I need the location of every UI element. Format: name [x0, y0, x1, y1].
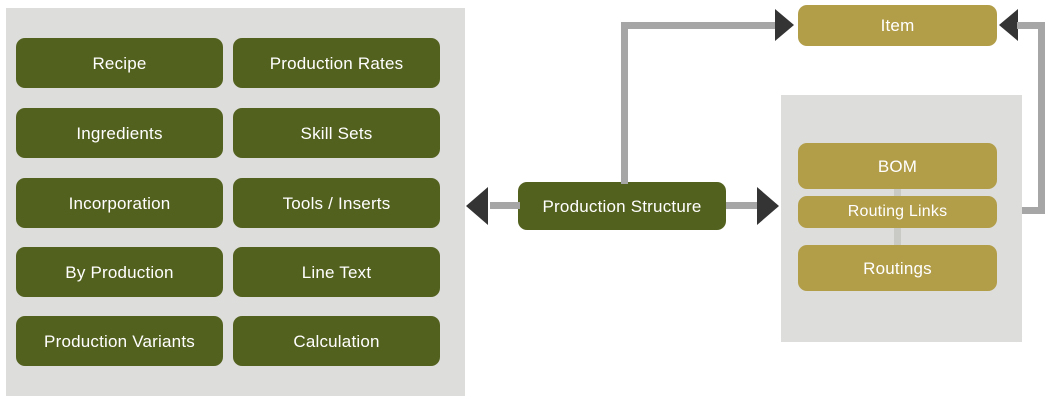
connector-center-to-item-vertical [621, 22, 628, 184]
node-label: Item [880, 16, 915, 35]
node-label: Routings [863, 258, 932, 278]
node-label: Skill Sets [300, 123, 373, 143]
arrow-into-item-left [775, 9, 794, 41]
node-calculation[interactable]: Calculation [233, 316, 440, 366]
node-label: Line Text [301, 262, 372, 282]
connector-bom-to-routing-links [894, 188, 901, 197]
connector-routing-links-to-routings [894, 227, 901, 245]
connector-center-to-right-panel [726, 202, 758, 209]
node-recipe[interactable]: Recipe [16, 38, 223, 88]
node-label: Production Structure [542, 196, 702, 216]
node-label: By Production [65, 262, 174, 282]
arrow-right-to-item-structure [757, 187, 779, 225]
node-routing-links[interactable]: Routing Links [798, 196, 997, 228]
node-item[interactable]: Item [798, 5, 997, 46]
node-label: Routing Links [847, 203, 948, 220]
node-label: Calculation [293, 331, 380, 351]
connector-item-structure-to-item-vertical [1038, 22, 1045, 214]
node-label: BOM [877, 156, 918, 176]
node-by-production[interactable]: By Production [16, 247, 223, 297]
node-label: Incorporation [68, 193, 171, 213]
node-tools-inserts[interactable]: Tools / Inserts [233, 178, 440, 228]
node-bom[interactable]: BOM [798, 143, 997, 189]
node-routings[interactable]: Routings [798, 245, 997, 291]
node-production-structure[interactable]: Production Structure [518, 182, 726, 230]
connector-item-structure-to-item-top [1017, 22, 1045, 29]
arrow-left-to-details [466, 187, 488, 225]
node-production-rates[interactable]: Production Rates [233, 38, 440, 88]
connector-item-structure-to-item-bottom [1014, 207, 1045, 214]
node-incorporation[interactable]: Incorporation [16, 178, 223, 228]
node-skill-sets[interactable]: Skill Sets [233, 108, 440, 158]
connector-center-to-left-panel [490, 202, 520, 209]
node-ingredients[interactable]: Ingredients [16, 108, 223, 158]
node-label: Production Rates [269, 53, 404, 73]
node-production-variants[interactable]: Production Variants [16, 316, 223, 366]
arrow-into-item-right [999, 9, 1018, 41]
node-label: Recipe [92, 53, 147, 73]
node-label: Tools / Inserts [282, 193, 391, 213]
node-label: Ingredients [76, 123, 163, 143]
node-label: Production Variants [44, 331, 195, 351]
connector-center-to-item-horizontal [621, 22, 776, 29]
node-line-text[interactable]: Line Text [233, 247, 440, 297]
